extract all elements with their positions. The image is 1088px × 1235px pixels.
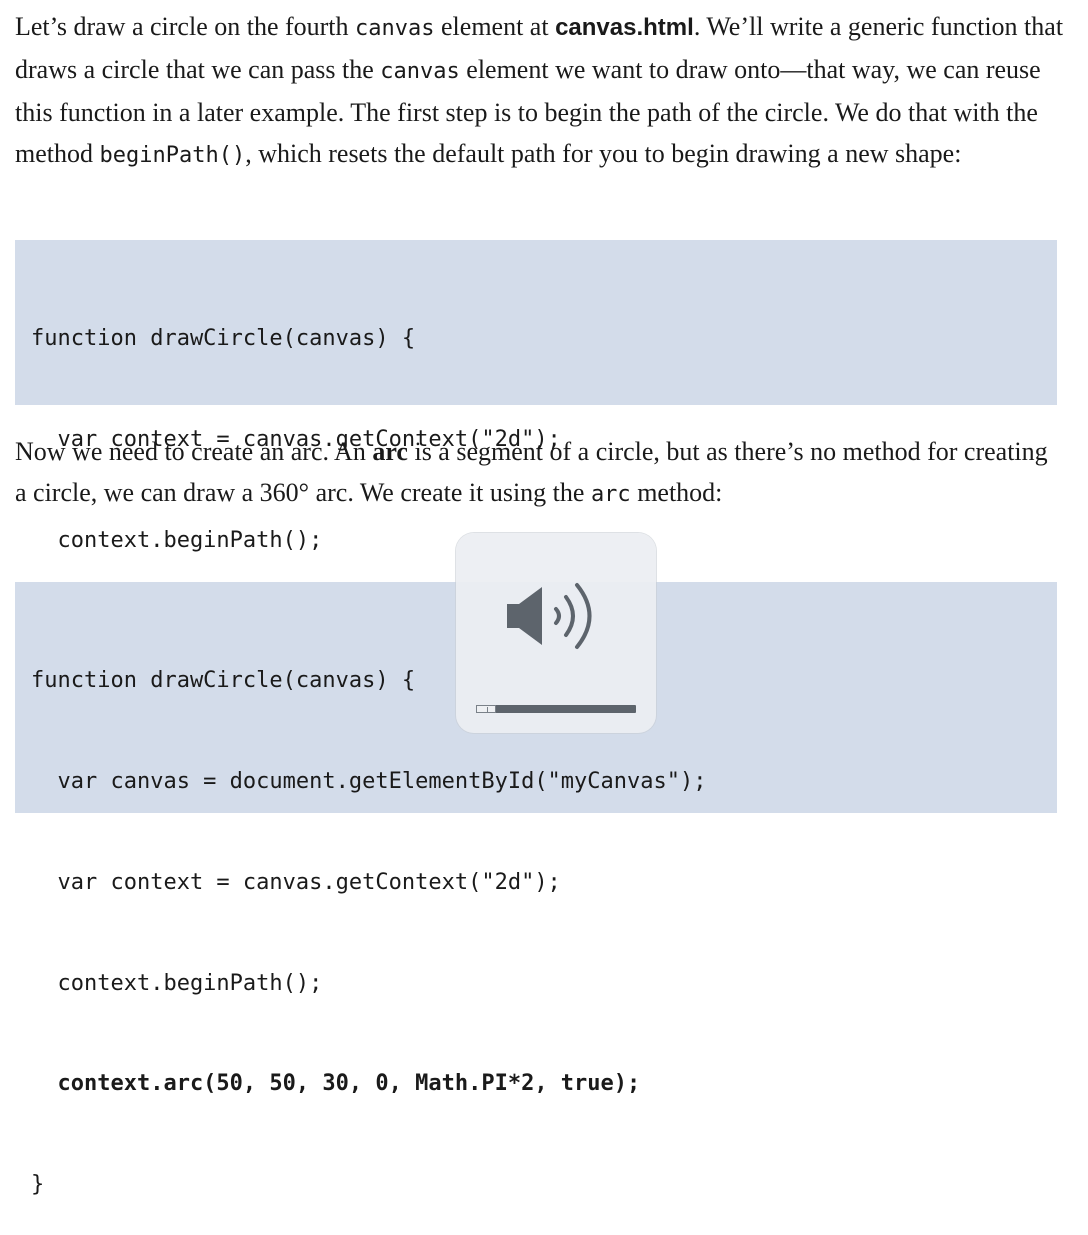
- inline-code-canvas: canvas: [355, 16, 435, 41]
- code-line: var context = canvas.getContext("2d");: [31, 426, 561, 452]
- inline-code-arc: arc: [590, 482, 631, 507]
- volume-overlay: [456, 533, 656, 733]
- code-line: var canvas = document.getElementById("my…: [31, 768, 707, 794]
- filename: canvas.html: [555, 14, 694, 41]
- volume-level-fill: [476, 705, 496, 713]
- code-block-1: function drawCircle(canvas) { var contex…: [15, 240, 1057, 654]
- inline-code-canvas: canvas: [380, 59, 460, 84]
- intro-paragraph: Let’s draw a circle on the fourth canvas…: [15, 12, 1064, 168]
- code-line: context.beginPath();: [31, 970, 323, 996]
- speaker-volume-icon: [507, 583, 592, 649]
- code-line: function drawCircle(canvas) {: [31, 668, 416, 694]
- code-line: var context = canvas.getContext("2d");: [31, 869, 561, 895]
- code-line-highlighted: context.arc(50, 50, 30, 0, Math.PI*2, tr…: [31, 1071, 641, 1097]
- inline-code-beginpath: beginPath(): [99, 143, 246, 168]
- code-line: }: [31, 1172, 45, 1198]
- arc-paragraph: Now we need to create an arc. An arc is …: [15, 437, 1048, 507]
- volume-level-bar: [476, 705, 636, 713]
- code-line: context.beginPath();: [31, 527, 323, 553]
- term-arc: arc: [372, 437, 408, 466]
- code-line: function drawCircle(canvas) {: [31, 326, 416, 352]
- volume-segment-divider: [487, 707, 488, 713]
